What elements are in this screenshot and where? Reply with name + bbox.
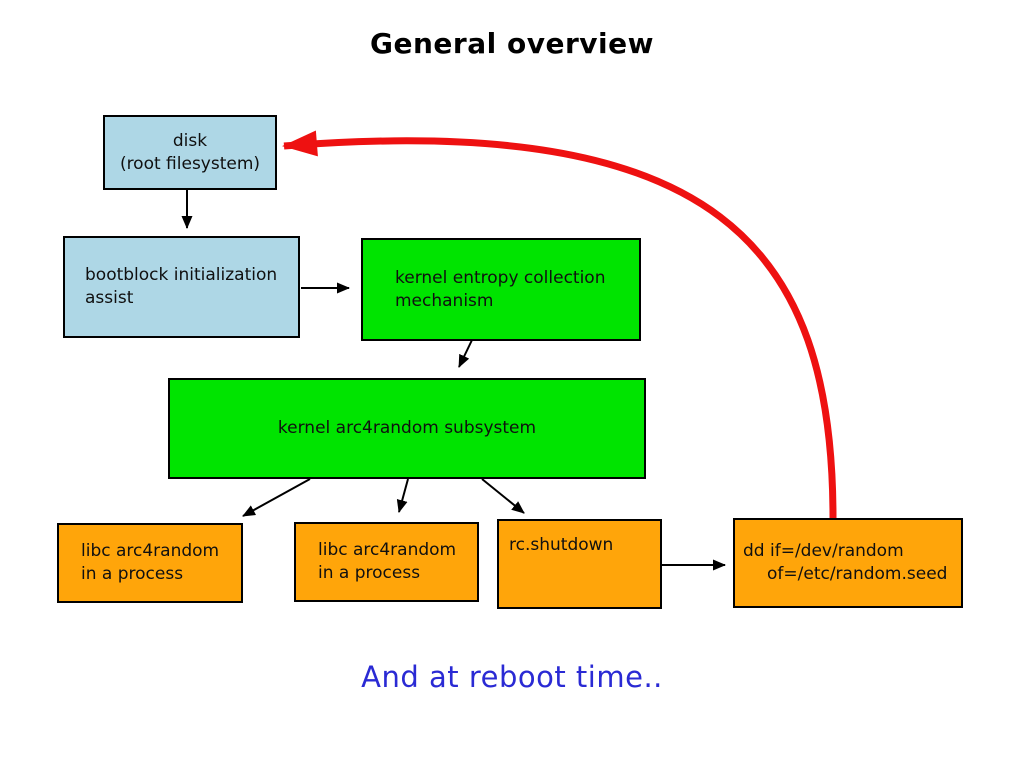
page-title: General overview (370, 27, 654, 60)
arrow-arc4-to-rc-shutdown (481, 478, 525, 514)
node-libc-b-line1: libc arc4random (318, 540, 457, 560)
node-kernel-entropy-collection: kernel entropy collection mechanism (361, 238, 641, 341)
node-rc-line1: rc.shutdown (509, 535, 614, 555)
node-disk-line1: disk (172, 130, 208, 151)
node-entropy-line1: kernel entropy collection (395, 267, 606, 288)
node-bootblock-line1: bootblock initialization (85, 265, 278, 285)
node-bootblock-line2: assist (85, 288, 134, 308)
node-entropy-line2: mechanism (395, 290, 494, 311)
arrow-entropy-to-arc4 (458, 339, 473, 368)
reboot-note: And at reboot time.. (361, 660, 663, 694)
node-disk: disk (root filesystem) (103, 115, 277, 190)
node-disk-line2: (root filesystem) (119, 153, 261, 174)
node-libc-arc4random-process-1: libc arc4random in a process (57, 523, 243, 603)
node-dd-random-seed: dd if=/dev/random of=/etc/random.seed (733, 518, 963, 608)
node-libc-a-line1: libc arc4random (81, 541, 220, 561)
node-libc-arc4random-process-2: libc arc4random in a process (294, 522, 479, 602)
node-dd-line1: dd if=/dev/random (743, 541, 904, 561)
node-bootblock-initialization: bootblock initialization assist (63, 236, 300, 338)
arrow-arc4-to-libc-2 (396, 478, 409, 513)
node-rc-shutdown: rc.shutdown (497, 519, 662, 609)
node-arc4-line1: kernel arc4random subsystem (277, 418, 537, 438)
node-dd-line2: of=/etc/random.seed (767, 564, 948, 584)
arrow-arc4-to-libc-1 (242, 478, 311, 517)
node-libc-b-line2: in a process (318, 563, 421, 583)
node-libc-a-line2: in a process (81, 564, 184, 584)
node-kernel-arc4random-subsystem: kernel arc4random subsystem (168, 378, 646, 479)
